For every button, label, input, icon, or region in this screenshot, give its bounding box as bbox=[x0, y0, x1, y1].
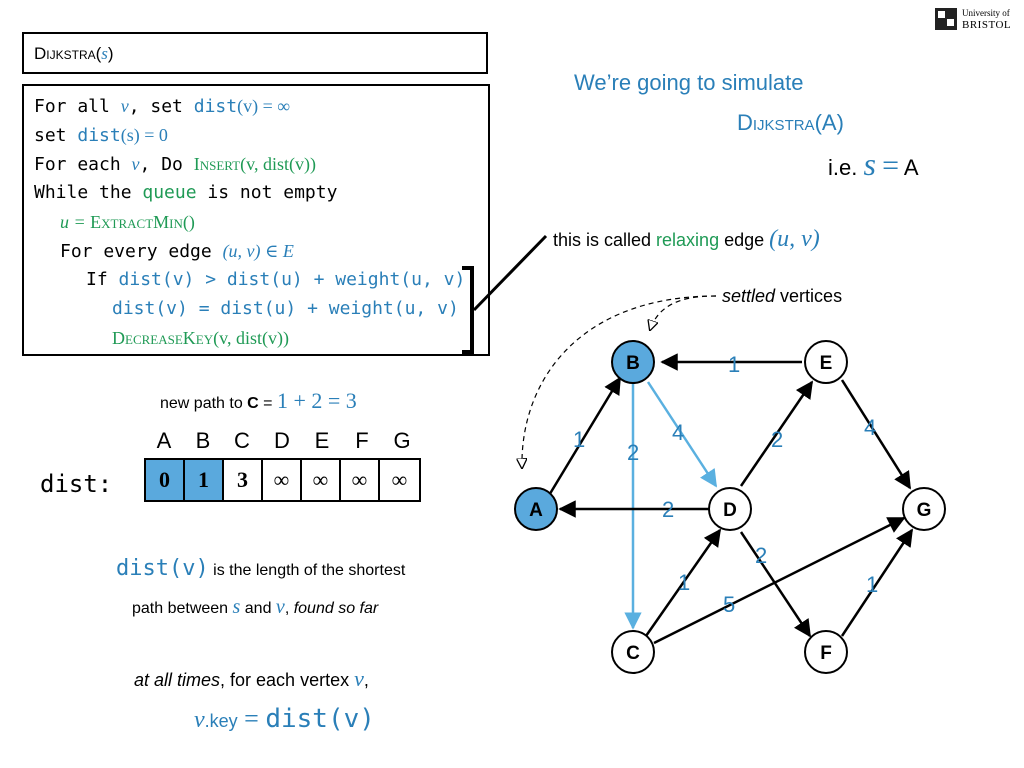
dist-header-A: A bbox=[156, 428, 172, 453]
logo-line2: BRISTOL bbox=[962, 19, 1012, 31]
university-logo: University of BRISTOL bbox=[934, 6, 1020, 34]
weight-D-E: 2 bbox=[771, 427, 783, 452]
node-E bbox=[804, 340, 848, 384]
weight-D-F: 2 bbox=[755, 543, 767, 568]
node-D-label: D bbox=[723, 500, 737, 521]
settled-pointer-B bbox=[650, 295, 717, 330]
edge-A-B bbox=[546, 376, 622, 498]
edge-F-G bbox=[840, 528, 914, 637]
invariant-line-1: at all times, for each vertex v, bbox=[134, 666, 369, 691]
node-A bbox=[514, 487, 558, 531]
node-F-label: F bbox=[820, 643, 832, 664]
bristol-crest-icon bbox=[935, 8, 957, 30]
edge-D-E bbox=[739, 380, 814, 487]
weight-C-G: 5 bbox=[723, 592, 735, 617]
relaxing-note: this is called relaxing edge (u, v) bbox=[553, 226, 820, 252]
node-D bbox=[708, 487, 752, 531]
dist-header-B: B bbox=[195, 428, 211, 453]
title-name: Dijkstra bbox=[34, 44, 96, 63]
algo-line-9: DecreaseKey(v, dist(v)) bbox=[112, 328, 289, 348]
dist-cell-G: ∞ bbox=[391, 467, 408, 492]
algo-line-8: dist(v) = dist(u) + weight(u, v) bbox=[112, 298, 459, 319]
node-F bbox=[804, 630, 848, 674]
algo-line-4: While the queue is not empty bbox=[34, 182, 338, 203]
algo-line-7: If dist(v) > dist(u) + weight(u, v) bbox=[86, 269, 466, 290]
dist-header-D: D bbox=[274, 428, 290, 453]
weight-C-D: 1 bbox=[678, 570, 690, 595]
dist-cell-F: ∞ bbox=[341, 460, 380, 500]
title-box: Dijkstra(s) bbox=[22, 32, 488, 74]
node-E-label: E bbox=[820, 353, 833, 374]
node-C bbox=[611, 630, 655, 674]
node-A-label: A bbox=[529, 500, 543, 521]
algo-line-6: For every edge (u, v) ∈ E bbox=[60, 241, 294, 262]
definition-line-2: path between s and v, found so far bbox=[132, 596, 379, 618]
weight-F-G: 1 bbox=[866, 572, 878, 597]
edge-C-D bbox=[644, 528, 722, 637]
dist-label: dist: bbox=[40, 470, 113, 498]
weight-B-C: 2 bbox=[627, 440, 639, 465]
dist-header-E: E bbox=[314, 428, 330, 453]
node-C-label: C bbox=[626, 643, 640, 664]
dist-cell-E: ∞ bbox=[302, 460, 341, 500]
weight-A-B: 1 bbox=[573, 427, 585, 452]
algo-line-1: For all v, set dist(v) = ∞ bbox=[34, 96, 291, 117]
logo-line1: University of bbox=[962, 8, 1010, 18]
node-B bbox=[611, 340, 655, 384]
definition-line-1: dist(v) is the length of the shortest bbox=[116, 556, 406, 581]
node-B-label: B bbox=[626, 353, 640, 374]
invariant-line-2: v.key = dist(v) bbox=[194, 704, 375, 734]
weight-E-G: 4 bbox=[864, 415, 876, 440]
edge-B-D bbox=[646, 381, 718, 488]
weight-B-D: 4 bbox=[672, 420, 684, 445]
sim-line-1: We’re going to simulate bbox=[574, 70, 804, 95]
algorithm-box: For all v, set dist(v) = ∞ set dist(s) =… bbox=[22, 84, 490, 356]
dist-header-F: F bbox=[355, 428, 369, 453]
node-G bbox=[902, 487, 946, 531]
dist-cell-B: 1 bbox=[185, 460, 224, 500]
dist-cell-A: 0 bbox=[146, 460, 185, 500]
edge-E-G bbox=[840, 379, 912, 490]
title-arg: s bbox=[101, 44, 108, 63]
algo-line-3: For each v, Do Insert(v, dist(v)) bbox=[34, 154, 316, 175]
edge-D-F bbox=[739, 531, 812, 638]
dist-cell-C: 3 bbox=[224, 460, 263, 500]
settled-label: settled vertices bbox=[722, 286, 843, 306]
edge-C-G bbox=[653, 516, 906, 645]
title: Dijkstra(s) bbox=[34, 44, 114, 63]
new-path-note: new path to C = 1 + 2 = 3 bbox=[160, 388, 357, 413]
dist-cell-D: ∞ bbox=[263, 460, 302, 500]
algo-line-5: u = ExtractMin() bbox=[60, 212, 195, 232]
dist-array: 0 1 3 ∞ ∞ ∞ ∞ bbox=[144, 458, 421, 502]
node-G-label: G bbox=[917, 500, 932, 521]
code-bracket bbox=[462, 266, 474, 354]
settled-pointer-A bbox=[522, 295, 717, 468]
weight-E-B: 1 bbox=[728, 352, 740, 377]
dist-header-C: C bbox=[234, 428, 250, 453]
sim-line-3: i.e. s = A bbox=[828, 146, 919, 182]
dist-header-G: G bbox=[393, 428, 411, 453]
weight-D-A: 2 bbox=[662, 497, 674, 522]
sim-line-2: Dijkstra(A) bbox=[737, 110, 844, 135]
relax-pointer-line bbox=[472, 234, 548, 312]
algo-line-2: set dist(s) = 0 bbox=[34, 125, 168, 146]
